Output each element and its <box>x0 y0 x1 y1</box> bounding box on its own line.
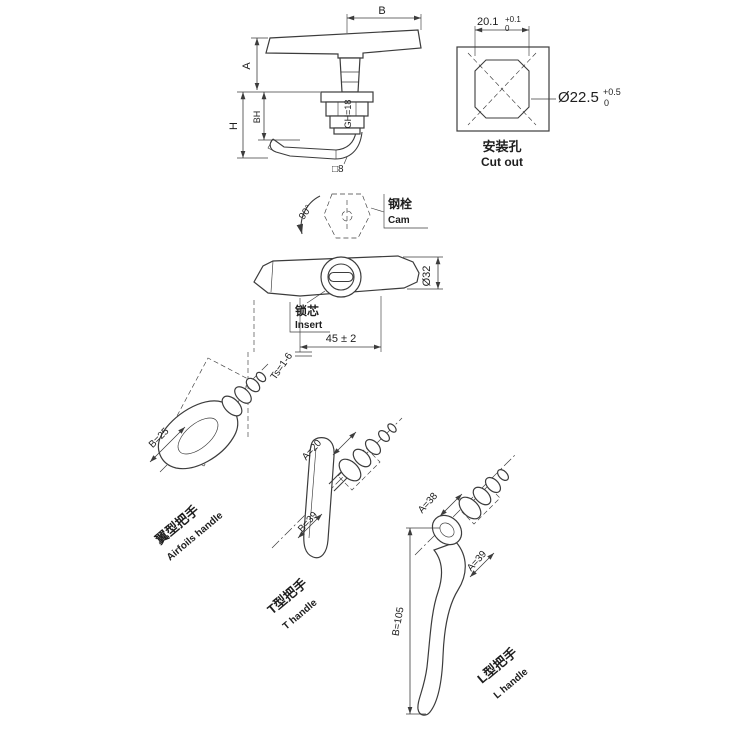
dim-cutout-dia-tol-top: +0.5 <box>603 87 621 97</box>
dim-h: H <box>228 92 268 159</box>
dim-ts-label: Ts=1-6 <box>269 351 296 382</box>
lock-body-side <box>320 91 374 135</box>
cam-phantom <box>323 193 371 239</box>
dim-cutout-width-tol-bot: 0 <box>505 24 510 33</box>
l-handle-mounting-stack <box>458 469 509 520</box>
dim-a: A <box>237 37 320 93</box>
dim-b: B <box>346 5 422 33</box>
dim-l-a2: A=39 <box>465 549 495 578</box>
dim-45-label: 45 ± 2 <box>326 333 357 345</box>
lock-cylinder <box>320 256 362 298</box>
insert-callout: 锁芯 Insert <box>289 290 330 333</box>
dim-a-label: A <box>241 62 253 70</box>
rotation-arrow: 90° <box>296 195 321 235</box>
t-handle-head-side <box>265 29 422 59</box>
dim-dia32-label: Ø32 <box>421 266 433 287</box>
dim-gh-label: GH=18 <box>343 100 353 129</box>
dim-45: 45 ± 2 Ts=1-6 <box>269 296 382 382</box>
dim-b-label: B <box>378 5 385 17</box>
dim-bh: BH <box>252 92 300 141</box>
dim-cutout-width-label: 20.1 <box>477 16 498 28</box>
dim-cutout-width-tol-top: +0.1 <box>505 15 521 24</box>
handle-stem-side <box>339 57 361 93</box>
l-handle-head <box>431 514 463 546</box>
cutout-label-cn: 安装孔 <box>482 139 521 154</box>
l-handle-blade <box>417 541 466 716</box>
insert-label-cn: 锁芯 <box>295 303 319 318</box>
l-handle: A=38 A=39 B=105 L型把手 L handle <box>391 469 531 716</box>
dim-dia32: Ø32 <box>403 256 443 290</box>
airfoil-mounting-stack <box>221 371 267 417</box>
front-view: 90° 钢栓 Cam Ø32 锁芯 Insert <box>253 193 443 382</box>
dim-square-label: □8 <box>332 164 344 175</box>
octagon-hole <box>474 59 530 119</box>
side-view: B A H BH GH=18 □8 <box>228 5 422 175</box>
t-handle: A=20 B=39 T型把手 T handle <box>264 423 397 632</box>
dim-l-a1-label: A=38 <box>416 491 440 516</box>
cutout-view: 20.1 +0.1 0 Ø22.5 +0.5 0 安装孔 Cut out <box>456 15 621 169</box>
panel-plate <box>456 46 550 132</box>
cam-label-cn: 钢栓 <box>388 196 412 211</box>
dim-cutout-dia: Ø22.5 +0.5 0 <box>531 87 621 108</box>
insert-label-en: Insert <box>295 320 323 331</box>
dim-h-label: H <box>228 122 240 130</box>
dim-cutout-dia-tol-bot: 0 <box>604 98 609 108</box>
dim-cutout-dia-label: Ø22.5 <box>558 89 599 106</box>
cam-label-en: Cam <box>388 215 410 226</box>
dim-bh-label: BH <box>252 111 262 124</box>
cutout-label-en: Cut out <box>481 155 523 169</box>
cam-callout: 钢栓 Cam <box>370 194 428 229</box>
rotation-angle-label: 90° <box>297 203 315 222</box>
dim-l-b-label: B=105 <box>391 606 407 637</box>
cam-lever-side <box>267 131 363 160</box>
t-handle-mounting-stack <box>338 423 397 482</box>
dim-l-b: B=105 <box>391 527 440 715</box>
dim-cutout-width: 20.1 +0.1 0 <box>474 15 530 56</box>
dim-l-a1: A=38 <box>416 491 463 517</box>
